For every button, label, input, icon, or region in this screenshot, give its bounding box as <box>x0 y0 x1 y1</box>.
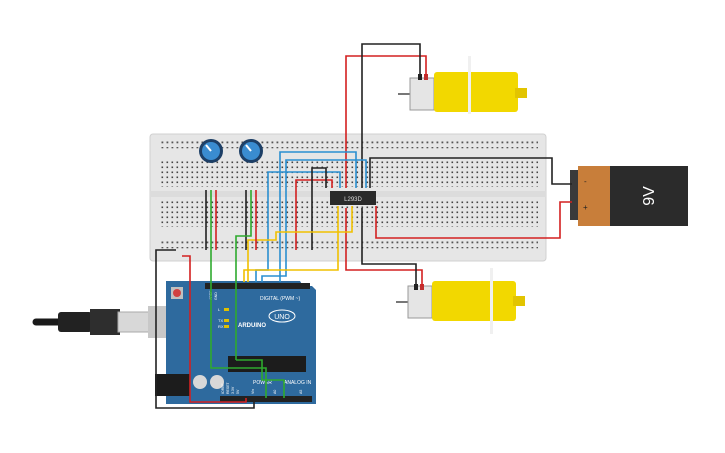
v5-label: 5V <box>236 389 240 394</box>
wire-blue-3 <box>255 171 341 282</box>
wires <box>155 43 572 409</box>
power-label: POWER <box>253 380 272 386</box>
usb-cable <box>32 306 188 338</box>
motor-bottom[interactable] <box>396 268 525 334</box>
battery-voltage-label: 9V <box>641 186 658 206</box>
gnd-label: GND <box>214 292 218 300</box>
potentiometer-2[interactable] <box>239 139 263 163</box>
arduino-model-label: UNO <box>274 314 290 321</box>
a0-label: A0 <box>273 390 277 394</box>
l293d-chip[interactable]: L293D <box>330 191 376 205</box>
wire-battery-red <box>375 201 572 239</box>
wire-blue-2 <box>261 159 367 282</box>
wire-yellow-1 <box>247 206 353 282</box>
battery-minus-label: - <box>584 177 587 186</box>
a5-label: A5 <box>299 390 303 394</box>
wire-motor-bottom-black <box>361 208 417 286</box>
wire-motor-bottom-red <box>345 208 423 286</box>
wire-arduino-5v-red <box>182 255 247 403</box>
wire-blue-1 <box>279 151 357 282</box>
potentiometer-1[interactable] <box>199 139 223 163</box>
wire-motor-top-red <box>345 55 427 188</box>
reset-label: RESET <box>226 381 230 394</box>
v33-label: 3.3V <box>231 386 235 394</box>
battery-plus-label: + <box>583 203 588 212</box>
vin-label: Vin <box>251 389 255 394</box>
wire-battery-black <box>369 157 572 188</box>
wire-green-analog-2 <box>236 359 285 398</box>
battery-9v[interactable]: 9V - + <box>570 166 688 226</box>
rx-label: RX <box>218 324 224 329</box>
digital-header-label: DIGITAL (PWM ~) <box>260 296 300 302</box>
wire-motor-top-black <box>361 43 421 188</box>
wire-red-2 <box>295 179 333 250</box>
ioref-label: IOREF <box>221 383 225 394</box>
wire-black-2 <box>311 167 327 250</box>
motor-top[interactable] <box>398 56 527 114</box>
wire-yellow-2 <box>243 206 339 282</box>
wire-arduino-gnd-black <box>155 249 255 409</box>
wire-green-analog-1 <box>210 282 267 398</box>
wire-pot2-green <box>235 190 252 360</box>
l-label: L <box>218 307 221 312</box>
tx-label: TX <box>218 318 223 323</box>
analog-label: ANALOG IN <box>284 380 312 386</box>
arduino-brand-label: ARDUINO <box>238 323 266 329</box>
arduino-uno[interactable]: ARDUINO UNO DIGITAL (PWM ~) POWER ANALOG… <box>155 281 316 404</box>
chip-label: L293D <box>344 197 362 203</box>
